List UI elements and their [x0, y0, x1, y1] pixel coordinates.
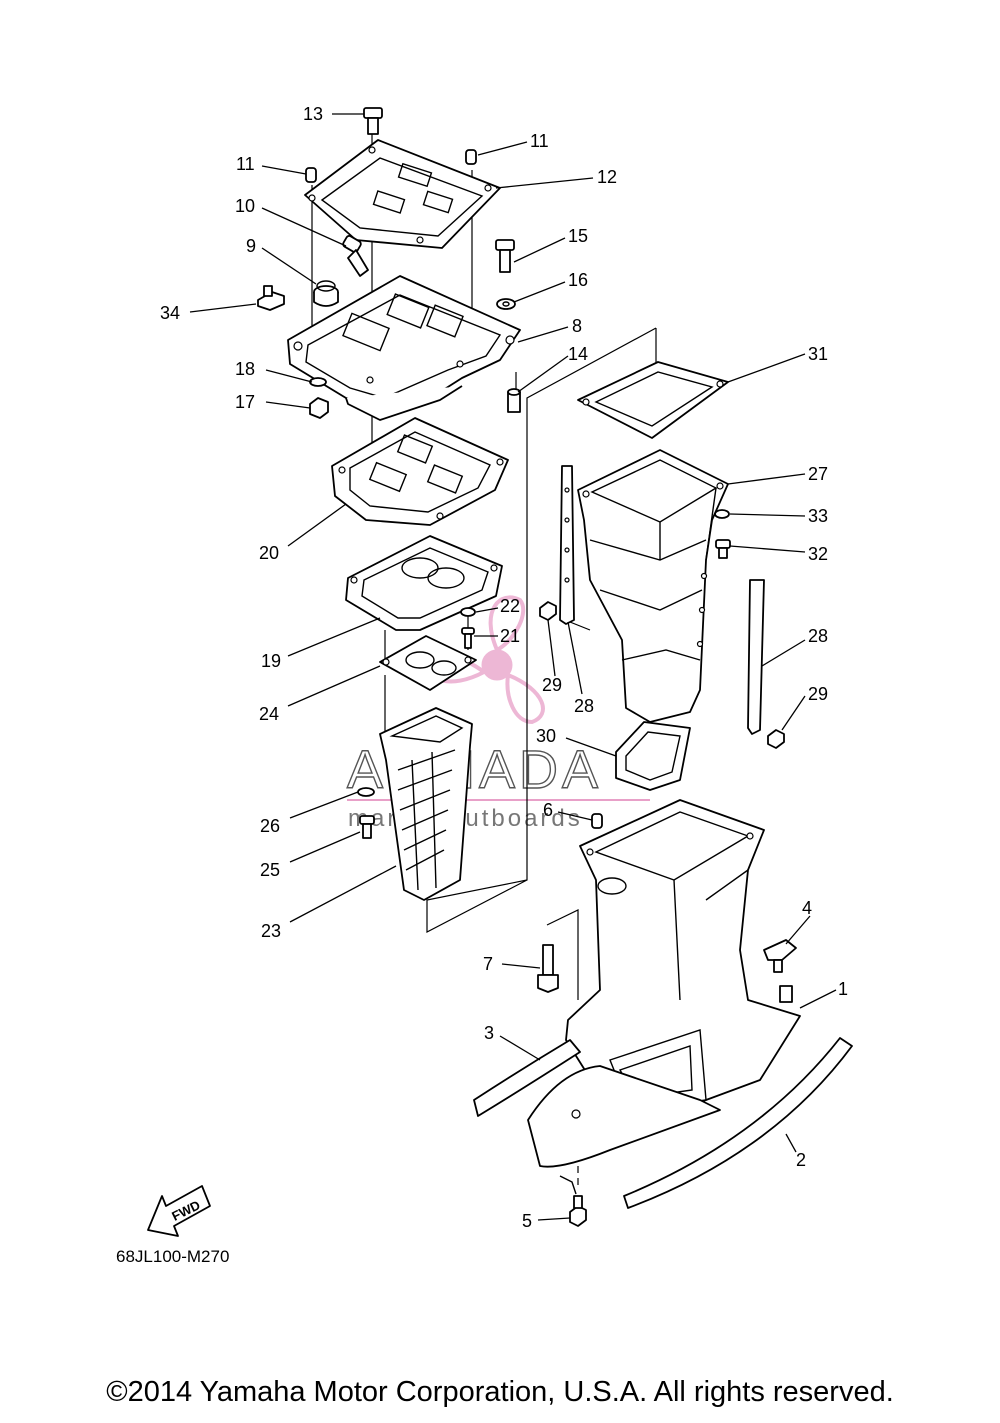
callout-33: 33	[808, 506, 828, 526]
part-10-sensor	[342, 235, 369, 277]
callout-8: 8	[572, 316, 582, 336]
callout-27: 27	[808, 464, 828, 484]
callout-32: 32	[808, 544, 828, 564]
callout-24: 24	[259, 704, 279, 724]
part-14-stud	[507, 388, 521, 413]
callout-2: 2	[796, 1150, 806, 1170]
callout-18: 18	[235, 359, 255, 379]
callout-21: 21	[500, 626, 520, 646]
part-22-washer	[460, 607, 476, 617]
callout-1: 1	[838, 979, 848, 999]
callout-19: 19	[261, 651, 281, 671]
part-26-washer	[357, 787, 375, 797]
callout-31: 31	[808, 344, 828, 364]
part-19-plate	[345, 535, 503, 631]
callout-6: 6	[543, 800, 553, 820]
callout-14: 14	[568, 344, 588, 364]
callout-11: 11	[236, 154, 255, 174]
part-24-gasket	[379, 635, 477, 691]
diagram-code: 68JL100-M270	[116, 1247, 229, 1266]
part-23-exhaust-pipe	[379, 707, 473, 901]
part-4-clip	[763, 939, 797, 1003]
part-11-dowel-right	[465, 149, 477, 165]
part-11-dowel-left	[305, 167, 317, 183]
part-12-gasket-top	[304, 139, 501, 249]
callout-3: 3	[484, 1023, 494, 1043]
part-9-grommet	[313, 280, 339, 307]
part-28-strip-left	[559, 465, 575, 625]
part-20-gasket	[331, 417, 509, 526]
part-1-upper-casing	[565, 799, 801, 1121]
part-30-seal	[615, 721, 691, 791]
callout-9: 9	[246, 236, 256, 256]
callout-11: 11	[530, 131, 549, 151]
part-33-washer	[714, 509, 730, 519]
part-16-washer	[496, 298, 516, 310]
callout-34: 34	[160, 303, 180, 323]
callout-25: 25	[260, 860, 280, 880]
part-15-bolt	[495, 239, 515, 273]
callout-10: 10	[235, 196, 255, 216]
part-27-oil-pan	[577, 449, 729, 723]
callout-16: 16	[568, 270, 588, 290]
callout-22: 22	[500, 596, 520, 616]
fwd-arrow-icon: FWD	[147, 1185, 211, 1237]
callout-13: 13	[303, 104, 323, 124]
callout-7: 7	[483, 954, 493, 974]
part-3-rubber-seal	[473, 1039, 581, 1117]
callout-30: 30	[536, 726, 556, 746]
part-13-bolt	[363, 107, 383, 135]
callout-20: 20	[259, 543, 279, 563]
callout-4: 4	[802, 898, 812, 918]
part-29-nut-right	[767, 729, 785, 749]
part-1-cavitation-plate	[527, 1065, 721, 1168]
callout-12: 12	[597, 167, 617, 187]
callout-26: 26	[260, 816, 280, 836]
part-21-bolt	[461, 627, 475, 649]
part-32-bolt	[715, 539, 731, 559]
part-28-strip-right	[747, 579, 765, 735]
part-34-fitting	[257, 285, 285, 311]
callout-15: 15	[568, 226, 588, 246]
part-18-washer	[309, 377, 327, 387]
part-17-nut	[309, 397, 329, 419]
callout-28: 28	[808, 626, 828, 646]
callout-28: 28	[574, 696, 594, 716]
callout-5: 5	[522, 1211, 532, 1231]
part-2-rubber-seal	[623, 1037, 853, 1209]
part-6-dowel	[591, 813, 603, 829]
callout-23: 23	[261, 921, 281, 941]
copyright-notice: ©2014 Yamaha Motor Corporation, U.S.A. A…	[106, 1376, 894, 1408]
part-25-bolt	[359, 815, 375, 839]
part-7-bolt	[537, 944, 559, 993]
part-31-gasket	[577, 361, 729, 439]
part-5-bolt	[559, 1175, 587, 1227]
part-29-nut-left	[539, 601, 557, 621]
callout-17: 17	[235, 392, 255, 412]
callout-29: 29	[808, 684, 828, 704]
callout-labels: 13 11 11 12 10 9 15 16 34 8 14 31 18 17 …	[160, 104, 848, 1231]
callout-29: 29	[542, 675, 562, 695]
leader-lines	[189, 113, 837, 1221]
